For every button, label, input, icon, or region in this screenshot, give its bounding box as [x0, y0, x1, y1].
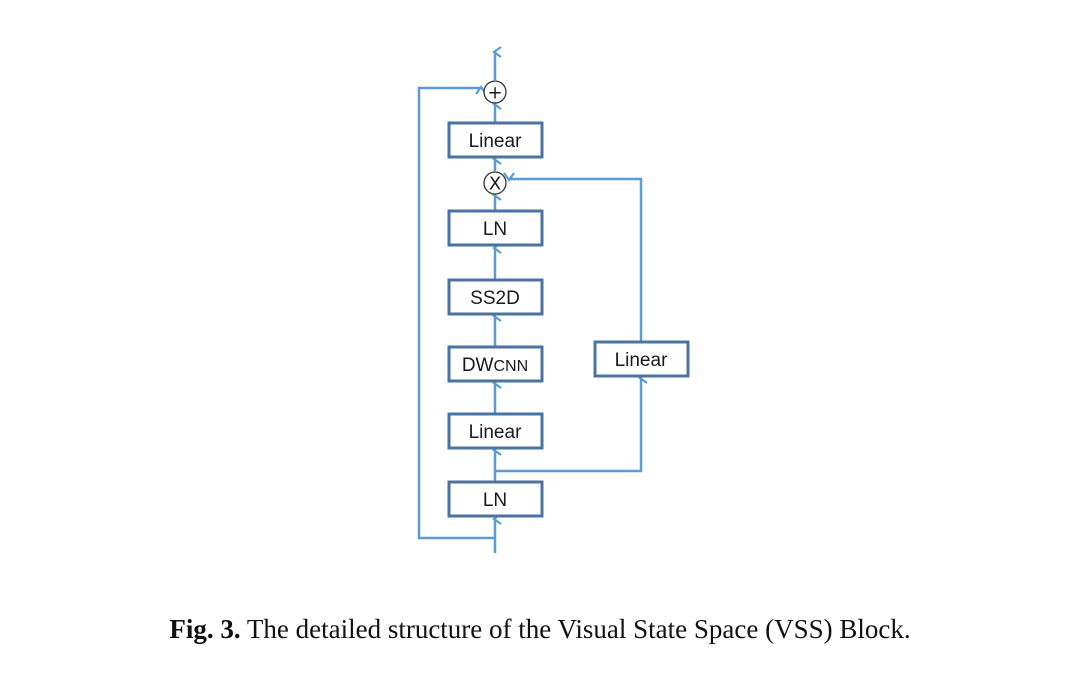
block-linear-main: Linear: [447, 412, 544, 450]
figure-caption-text: The detailed structure of the Visual Sta…: [240, 614, 911, 644]
block-ln-bottom-label: LN: [483, 490, 507, 511]
arrow-residual-skip: [417, 85, 495, 540]
block-linear-out: Linear: [447, 121, 544, 159]
block-linear-gate: Linear: [593, 340, 690, 378]
block-dwconv-prefix: DW: [462, 355, 494, 376]
block-linear-gate-label: Linear: [615, 350, 668, 371]
block-ss2d-label: SS2D: [470, 288, 520, 309]
block-ss2d: SS2D: [447, 278, 544, 316]
block-dwconv-label: DWCNN: [462, 355, 528, 376]
block-ln-top-label: LN: [483, 219, 507, 240]
add-symbol: +: [487, 83, 502, 104]
block-dwconv-suffix: CNN: [493, 358, 528, 375]
block-ln-bottom: LN: [447, 480, 544, 518]
block-dwconv: DWCNN: [447, 345, 544, 383]
vss-block-diagram: LN Linear DWCNN SS2D LN Linear Linear X …: [417, 46, 690, 553]
arrow-gate-linear-to-multiply: [503, 172, 643, 342]
figure-label: Fig. 3.: [169, 614, 241, 644]
add-operator: +: [483, 80, 507, 104]
gate-branch-arrows: [495, 172, 648, 473]
block-ln-top: LN: [447, 209, 544, 247]
multiply-symbol: X: [489, 174, 501, 195]
block-linear-main-label: Linear: [469, 422, 522, 443]
arrow-branch-to-gate-linear: [495, 372, 648, 473]
block-linear-out-label: Linear: [469, 131, 522, 152]
multiply-operator: X: [483, 171, 507, 195]
figure-caption: Fig. 3. The detailed structure of the Vi…: [0, 614, 1080, 645]
